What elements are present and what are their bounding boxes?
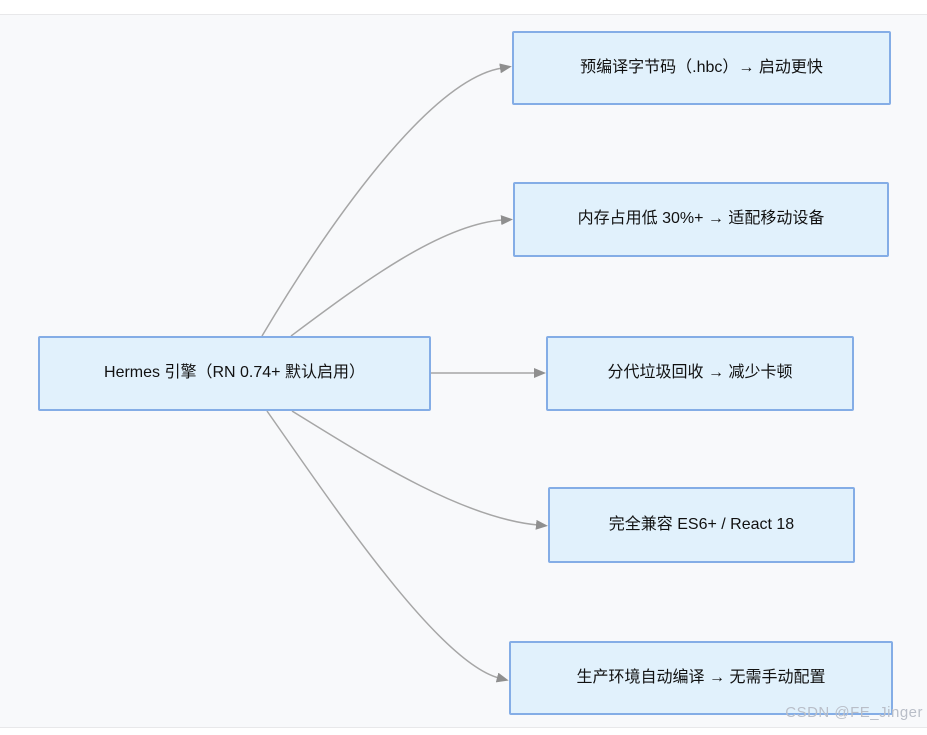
branch-node-auto-compile-production: 生产环境自动编译 → 无需手动配置 [509,641,893,715]
edge-root-to-branch-2 [290,215,513,337]
root-node-label: Hermes 引擎（RN 0.74+ 默认启用） [104,364,365,382]
branch-node-lower-memory: 内存占用低 30%+ → 适配移动设备 [513,182,889,257]
csdn-watermark: CSDN @FE_Jinger [785,704,923,721]
branch-node-generational-gc: 分代垃圾回收 → 减少卡顿 [546,336,854,411]
top-page-strip [0,0,927,15]
branch-node-label: 生产环境自动编译 → 无需手动配置 [576,668,826,686]
bottom-page-strip [0,727,927,735]
edge-root-to-branch-5 [266,410,509,683]
root-node-hermes-engine: Hermes 引擎（RN 0.74+ 默认启用） [38,336,431,411]
branch-node-es6-react-compat: 完全兼容 ES6+ / React 18 [548,487,855,563]
branch-node-label: 完全兼容 ES6+ / React 18 [608,515,795,533]
branch-node-precompiled-bytecode: 预编译字节码（.hbc）→ 启动更快 [512,31,891,105]
edge-root-to-branch-1 [261,63,512,337]
branch-node-label: 预编译字节码（.hbc）→ 启动更快 [580,58,823,76]
branch-node-label: 内存占用低 30%+ → 适配移动设备 [577,210,825,228]
branch-node-label: 分代垃圾回收 → 减少卡顿 [607,364,793,382]
edge-root-to-branch-4 [291,410,548,530]
